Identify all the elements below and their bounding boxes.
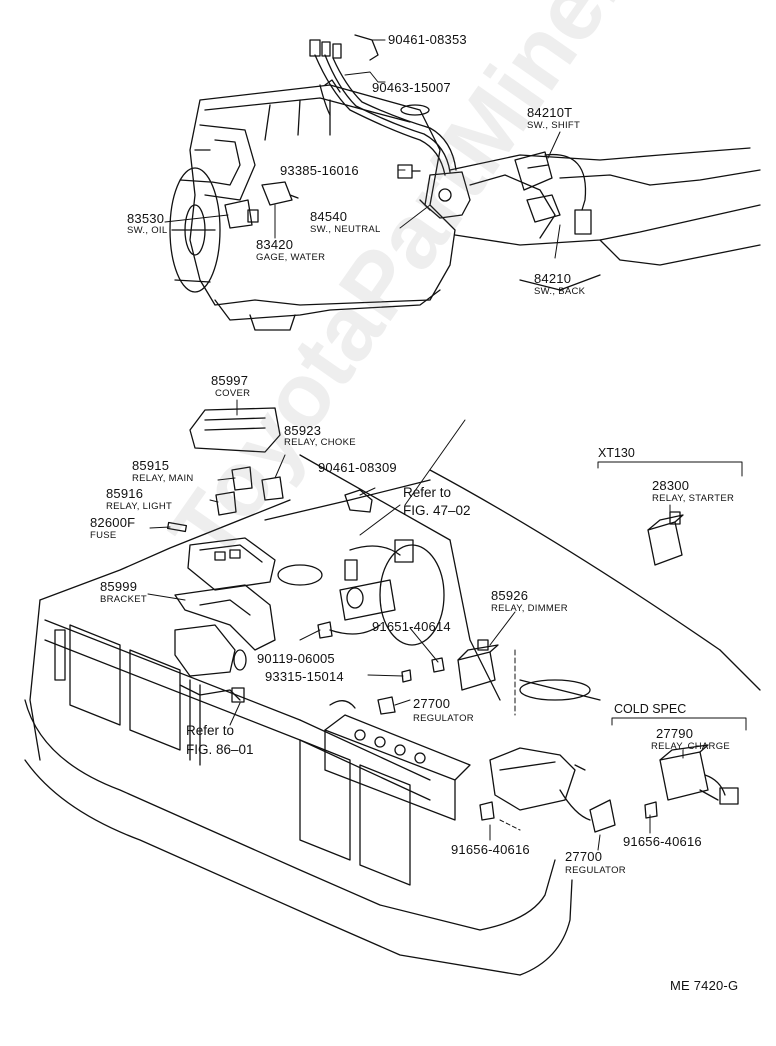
part-83420[interactable]: 83420 [256, 237, 294, 252]
refer-to-fig86-line1[interactable]: Refer to [186, 723, 235, 738]
part-28300-desc: RELAY, STARTER [652, 493, 735, 504]
part-85923-desc: RELAY, CHOKE [284, 437, 356, 448]
top-small-parts [224, 151, 592, 235]
part-85926-desc: RELAY, DIMMER [491, 603, 568, 614]
part-27700-a-desc: REGULATOR [413, 713, 474, 724]
refer-to-fig47-line2[interactable]: FIG. 47–02 [403, 503, 471, 518]
part-85999[interactable]: 85999 [100, 579, 138, 594]
part-85926[interactable]: 85926 [491, 588, 529, 603]
bottom-leader-lines [147, 399, 684, 851]
part-84210T-desc: SW., SHIFT [527, 120, 581, 131]
small-relays-drawing [166, 466, 373, 533]
part-83420-desc: GAGE, WATER [256, 252, 326, 263]
part-85997-desc: COVER [215, 388, 251, 399]
part-84210[interactable]: 84210 [534, 271, 572, 286]
part-27790[interactable]: 27790 [656, 726, 694, 741]
part-90463-15007[interactable]: 90463-15007 [372, 80, 451, 95]
cover-85997-drawing [189, 407, 281, 453]
part-27700-b-desc: REGULATOR [565, 865, 626, 876]
part-27790-desc: RELAY, CHARGE [651, 741, 731, 752]
part-84540-desc: SW., NEUTRAL [310, 224, 381, 235]
part-91656-40616-b[interactable]: 91656-40616 [623, 834, 702, 849]
part-84210-desc: SW., BACK [534, 286, 586, 297]
part-83530[interactable]: 83530 [127, 211, 165, 226]
part-90461-08309[interactable]: 90461-08309 [318, 460, 397, 475]
part-27700-b[interactable]: 27700 [565, 849, 603, 864]
group-cold-spec: COLD SPEC [614, 702, 687, 716]
part-28300[interactable]: 28300 [652, 478, 690, 493]
transmission-drawing [449, 147, 761, 291]
starter-relay-drawing [647, 511, 684, 566]
refer-to-fig47-line1[interactable]: Refer to [403, 485, 452, 500]
part-85997[interactable]: 85997 [211, 373, 249, 388]
part-90119-06005[interactable]: 90119-06005 [257, 651, 335, 666]
top-leader-lines [164, 39, 561, 259]
body-drawing [24, 454, 761, 976]
dimmer-relay-drawing [457, 639, 499, 691]
group-xt130: XT130 [598, 446, 635, 460]
regulator-drawing [489, 747, 616, 833]
group-brackets [597, 461, 747, 731]
top-harness-drawing [309, 34, 471, 219]
part-85915-desc: RELAY, MAIN [132, 473, 194, 484]
relay-box-drawing [174, 537, 276, 703]
part-85916[interactable]: 85916 [106, 486, 144, 501]
part-82600F-desc: FUSE [90, 530, 117, 541]
part-27700-a[interactable]: 27700 [413, 696, 451, 711]
part-91651-40614[interactable]: 91651-40614 [372, 619, 451, 634]
part-84540[interactable]: 84540 [310, 209, 348, 224]
bolts-drawing [317, 621, 658, 821]
figure-code: ME 7420-G [670, 978, 739, 993]
part-90461-08353[interactable]: 90461-08353 [388, 32, 467, 47]
part-85999-desc: BRACKET [100, 594, 147, 605]
part-83530-desc: SW., OIL [127, 225, 168, 236]
battery-drawing [324, 700, 471, 821]
part-93385-16016[interactable]: 93385-16016 [280, 163, 359, 178]
part-85916-desc: RELAY, LIGHT [106, 501, 173, 512]
part-85915[interactable]: 85915 [132, 458, 170, 473]
part-82600F[interactable]: 82600F [90, 515, 136, 530]
brake-booster-drawing [277, 539, 445, 646]
refer-to-fig86-line2[interactable]: FIG. 86–01 [186, 742, 254, 757]
part-85923[interactable]: 85923 [284, 423, 322, 438]
charge-relay-drawing [659, 744, 739, 805]
part-93315-15014[interactable]: 93315-15014 [265, 669, 344, 684]
part-91656-40616-a[interactable]: 91656-40616 [451, 842, 530, 857]
engine-block-drawing [169, 84, 456, 331]
part-84210T[interactable]: 84210T [527, 105, 573, 120]
